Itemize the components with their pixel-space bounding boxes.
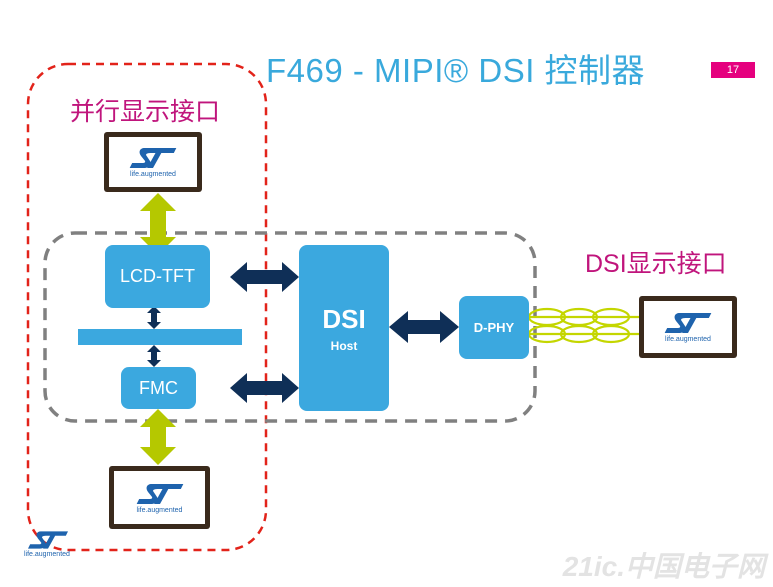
d-phy-block: D-PHY: [459, 296, 529, 359]
logo-tagline: life.augmented: [24, 551, 70, 558]
st-logo-icon: [663, 311, 713, 335]
fmc-dsi-arrow: [230, 373, 299, 403]
dsi-block-subtitle: Host: [330, 338, 358, 353]
st-logo-icon: [135, 482, 185, 506]
st-logo-icon: [28, 531, 68, 549]
bottom-green-arrow: [140, 409, 176, 465]
page-title: F469 - MIPI® DSI 控制器: [266, 52, 646, 89]
dsi-display-monitor: life.augmented: [639, 296, 737, 358]
site-watermark: 21ic.中国电子网: [562, 551, 765, 582]
monitor-tagline: life.augmented: [665, 336, 711, 343]
lcd-dsi-arrow: [230, 262, 299, 292]
parallel-interface-dashed-border: [26, 62, 268, 552]
lcd-bus-arrow: [147, 306, 161, 329]
st-logo-icon: [128, 146, 178, 170]
monitor-tagline: life.augmented: [130, 171, 176, 178]
dsi-block-title: DSI: [322, 303, 366, 334]
dsi-interface-label: DSI显示接口: [585, 250, 727, 278]
top-green-arrow: [140, 193, 176, 255]
dsi-dphy-arrow: [389, 311, 459, 343]
dsi-cable: [527, 307, 640, 344]
internal-bus-bar: [78, 329, 242, 345]
parallel-display-monitor-top: life.augmented: [104, 132, 202, 192]
bus-fmc-arrow: [147, 345, 161, 367]
fmc-block: FMC: [121, 367, 196, 409]
page-number-badge: 17: [711, 62, 755, 78]
parallel-interface-label: 并行显示接口: [70, 98, 221, 126]
parallel-display-monitor-bottom: life.augmented: [109, 466, 210, 529]
monitor-tagline: life.augmented: [136, 506, 183, 514]
dsi-host-block: DSI Host: [299, 245, 389, 411]
lcd-tft-block: LCD-TFT: [105, 245, 210, 308]
